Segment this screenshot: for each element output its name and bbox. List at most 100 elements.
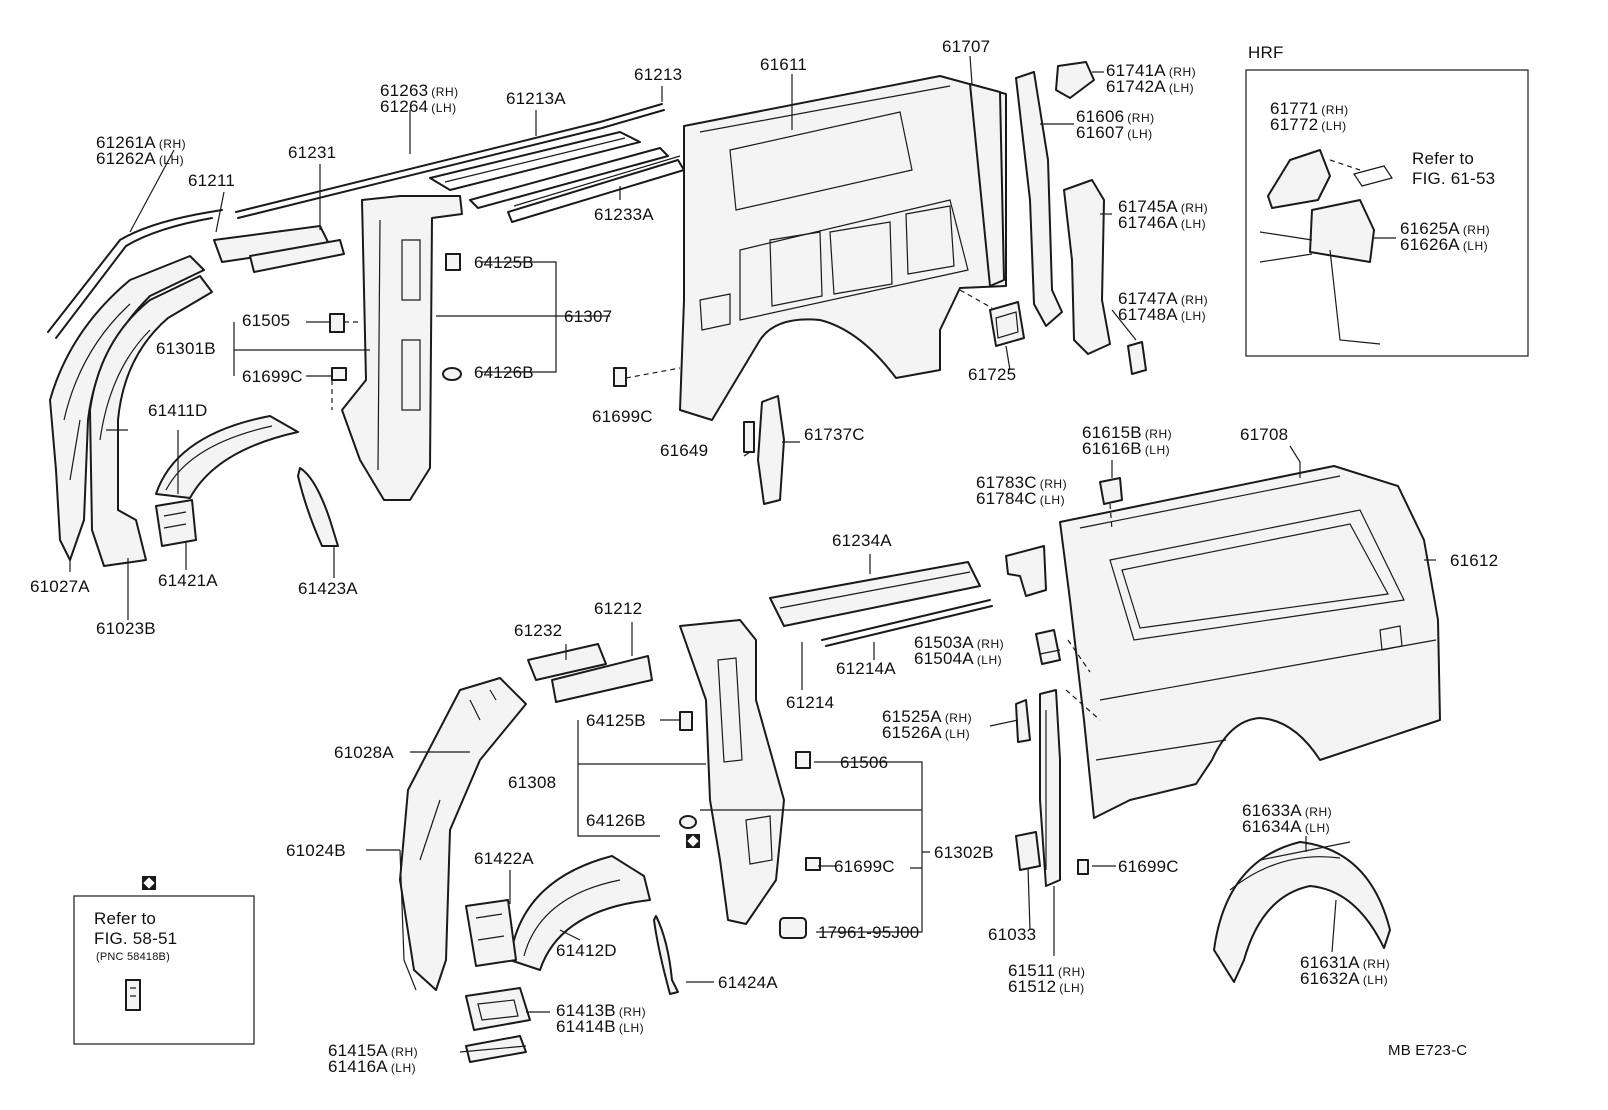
pillar-61707 xyxy=(969,83,1005,287)
label-61027A: 61027A xyxy=(30,577,90,596)
label-61263: 61263(RH) xyxy=(380,81,459,100)
label-61771: 61771(RH) xyxy=(1270,99,1349,118)
pad-17961-95J00 xyxy=(779,917,807,939)
clip-61699C-c xyxy=(805,857,821,871)
center-pillar-61301B xyxy=(341,195,463,501)
pillar-61745A xyxy=(1063,179,1111,355)
panel-61421A xyxy=(155,499,197,547)
clip-64125B-b xyxy=(679,711,693,731)
panel-61423A xyxy=(297,467,339,547)
label-61612: 61612 xyxy=(1450,551,1499,570)
hrf-part-61625A xyxy=(1309,199,1375,263)
hrf-frame xyxy=(1245,69,1529,357)
rail-61232 xyxy=(527,643,607,681)
label-61308: 61308 xyxy=(508,773,557,792)
bracket-61033 xyxy=(1015,831,1041,871)
label-61302B: 61302B xyxy=(934,843,994,862)
label-61633A: 61633A(RH) xyxy=(1242,801,1333,820)
hrf-refer-fig[interactable]: FIG. 61-53 xyxy=(1412,169,1496,188)
label-61616B: 61616B(LH) xyxy=(1082,439,1171,458)
label-61234A: 61234A xyxy=(832,531,892,550)
label-61784C: 61784C(LH) xyxy=(976,489,1066,508)
label-61747A: 61747A(RH) xyxy=(1118,289,1209,308)
refer-text: Refer to xyxy=(94,909,157,928)
label-61512: 61512(LH) xyxy=(1008,977,1085,996)
label-61414B: 61414B(LH) xyxy=(556,1017,645,1036)
label-61526A: 61526A(LH) xyxy=(882,723,971,742)
label-61416A: 61416A(LH) xyxy=(328,1057,417,1076)
bracket-61525A xyxy=(1015,699,1031,743)
panel-61422A xyxy=(465,899,517,967)
hrf-bracket-61771 xyxy=(1267,149,1331,209)
label-61625A: 61625A(RH) xyxy=(1400,219,1491,238)
label-61707: 61707 xyxy=(942,37,991,56)
label-61783C: 61783C(RH) xyxy=(976,473,1068,492)
label-61649: 61649 xyxy=(660,441,709,460)
label-61632A: 61632A(LH) xyxy=(1300,969,1389,988)
label-61503A: 61503A(RH) xyxy=(914,633,1005,652)
label-61413B: 61413B(RH) xyxy=(556,1001,647,1020)
label-61213: 61213 xyxy=(634,65,683,84)
pillar-61606 xyxy=(1015,71,1063,327)
label-61772: 61772(LH) xyxy=(1270,115,1347,134)
wheel-arch-61411D xyxy=(155,415,299,499)
label-64125B-a: 64125B xyxy=(474,253,534,272)
arch-61412D xyxy=(509,855,651,971)
label-61023B: 61023B xyxy=(96,619,156,638)
rail-61214A xyxy=(821,599,993,647)
label-61607: 61607(LH) xyxy=(1076,123,1153,142)
leader-lines xyxy=(69,55,1436,1053)
pillar-61023B xyxy=(89,275,213,567)
label-61422A: 61422A xyxy=(474,849,534,868)
refer-frame xyxy=(73,895,255,1045)
label-61264: 61264(LH) xyxy=(380,97,457,116)
refer-part-58418B xyxy=(125,979,141,1011)
label-61737C: 61737C xyxy=(804,425,865,444)
label-61024B: 61024B xyxy=(286,841,346,860)
pillar-61028A xyxy=(399,677,527,991)
label-61525A: 61525A(RH) xyxy=(882,707,973,726)
label-61424A: 61424A xyxy=(718,973,778,992)
label-61212: 61212 xyxy=(594,599,643,618)
label-61699C-c: 61699C xyxy=(834,857,895,876)
clip-61699C-b xyxy=(613,367,627,387)
quarter-inner-61611 xyxy=(679,75,1007,421)
label-61746A: 61746A(LH) xyxy=(1118,213,1207,232)
drip-molding-61261A xyxy=(47,209,223,339)
label-61611: 61611 xyxy=(760,55,808,74)
label-61214A: 61214A xyxy=(836,659,896,678)
pillar-61024B xyxy=(399,849,417,991)
label-61742A: 61742A(LH) xyxy=(1106,77,1195,96)
bracket-61615B xyxy=(1099,477,1123,505)
center-pillar-61302B xyxy=(679,619,785,925)
clip-64125B-a xyxy=(445,253,461,271)
label-61615B: 61615B(RH) xyxy=(1082,423,1173,442)
label-61748A: 61748A(LH) xyxy=(1118,305,1207,324)
bracket-61737C xyxy=(757,395,785,505)
clip-64126B-b xyxy=(679,815,697,829)
refer-pnc: (PNC 58418B) xyxy=(96,951,170,963)
refer-fig[interactable]: FIG. 58-51 xyxy=(94,929,178,948)
diamond-marker-a xyxy=(686,834,700,848)
label-61412D: 61412D xyxy=(556,941,617,960)
label-61028A: 61028A xyxy=(334,743,394,762)
diamond-marker-b xyxy=(142,876,156,890)
label-61411D: 61411D xyxy=(148,401,208,420)
rail-61213 xyxy=(469,147,669,209)
pillar-61027A xyxy=(49,255,205,561)
clip-61699C-a xyxy=(331,367,347,381)
label-61626A: 61626A(LH) xyxy=(1400,235,1489,254)
label-61699C-a: 61699C xyxy=(242,367,303,386)
hrf-refer-text: Refer to xyxy=(1412,149,1475,168)
rail-61231 xyxy=(249,239,345,273)
label-61725: 61725 xyxy=(968,365,1017,384)
label-61423A: 61423A xyxy=(298,579,358,598)
label-61505: 61505 xyxy=(242,311,291,330)
label-61231: 61231 xyxy=(288,143,337,162)
bracket-61503A xyxy=(1035,629,1061,665)
label-61741A: 61741A(RH) xyxy=(1106,61,1197,80)
label-61261A: 61261A(RH) xyxy=(96,133,187,152)
label-61262A: 61262A(LH) xyxy=(96,149,185,168)
diagram-code: MB E723-C xyxy=(1388,1042,1468,1059)
label-61634A: 61634A(LH) xyxy=(1242,817,1331,836)
